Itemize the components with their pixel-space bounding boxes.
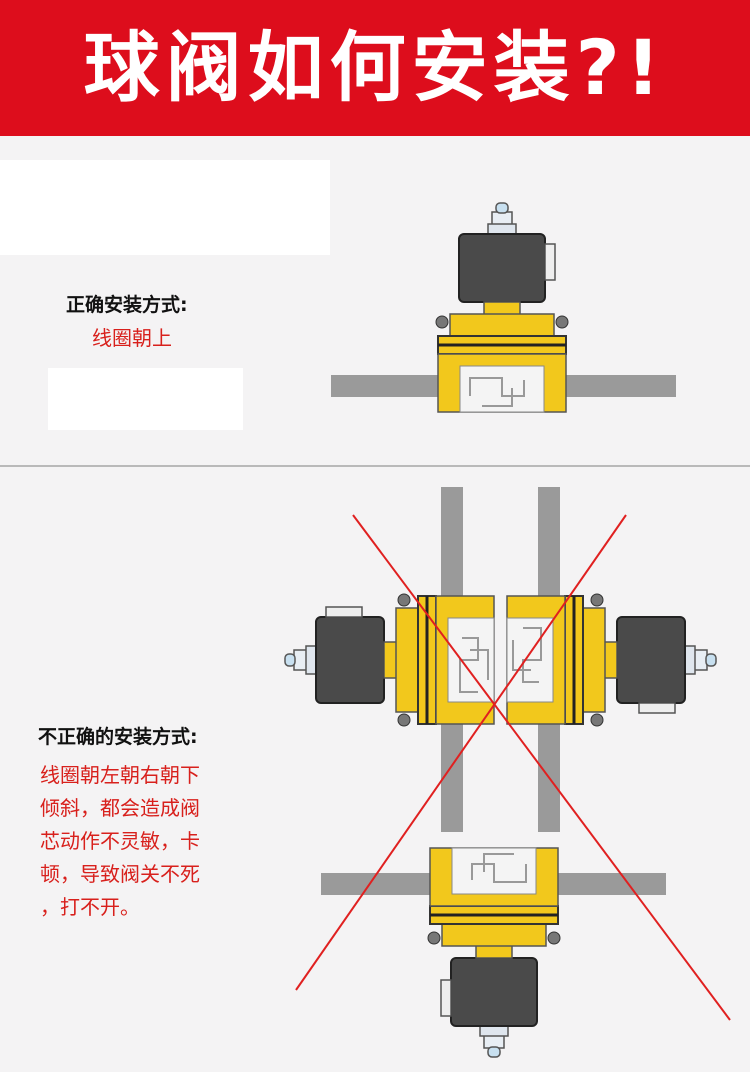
cross-mark — [295, 514, 627, 991]
incorrect-note-line: ，打不开。 — [40, 895, 140, 919]
valve-coil-down — [426, 846, 562, 1059]
incorrect-note-line: 线圈朝左朝右朝下 — [40, 763, 200, 787]
correct-installation-panel: 正确安装方式: 线圈朝上 — [0, 140, 750, 467]
background-patch — [0, 160, 330, 255]
correct-valve — [434, 201, 570, 414]
incorrect-installation-panel: 不正确的安装方式: 线圈朝左朝右朝下 倾斜，都会造成阀 芯动作不灵敏，卡 顿，导… — [0, 467, 750, 1067]
correct-heading: 正确安装方式: — [66, 294, 188, 316]
valve-coil-right — [505, 592, 718, 728]
incorrect-note-line: 顿，导致阀关不死 — [40, 862, 200, 886]
page-title: 球阀如何安装?! — [83, 23, 667, 112]
valve-coil-left — [283, 592, 496, 728]
incorrect-note-line: 倾斜，都会造成阀 — [40, 796, 200, 820]
cross-mark — [352, 514, 731, 1021]
title-banner: 球阀如何安装?! — [0, 0, 750, 136]
correct-note: 线圈朝上 — [92, 326, 172, 350]
background-patch — [48, 368, 243, 430]
incorrect-heading: 不正确的安装方式: — [38, 726, 198, 748]
incorrect-note-line: 芯动作不灵敏，卡 — [40, 829, 200, 853]
incorrect-note: 线圈朝左朝右朝下 倾斜，都会造成阀 芯动作不灵敏，卡 顿，导致阀关不死 ，打不开… — [40, 759, 200, 924]
